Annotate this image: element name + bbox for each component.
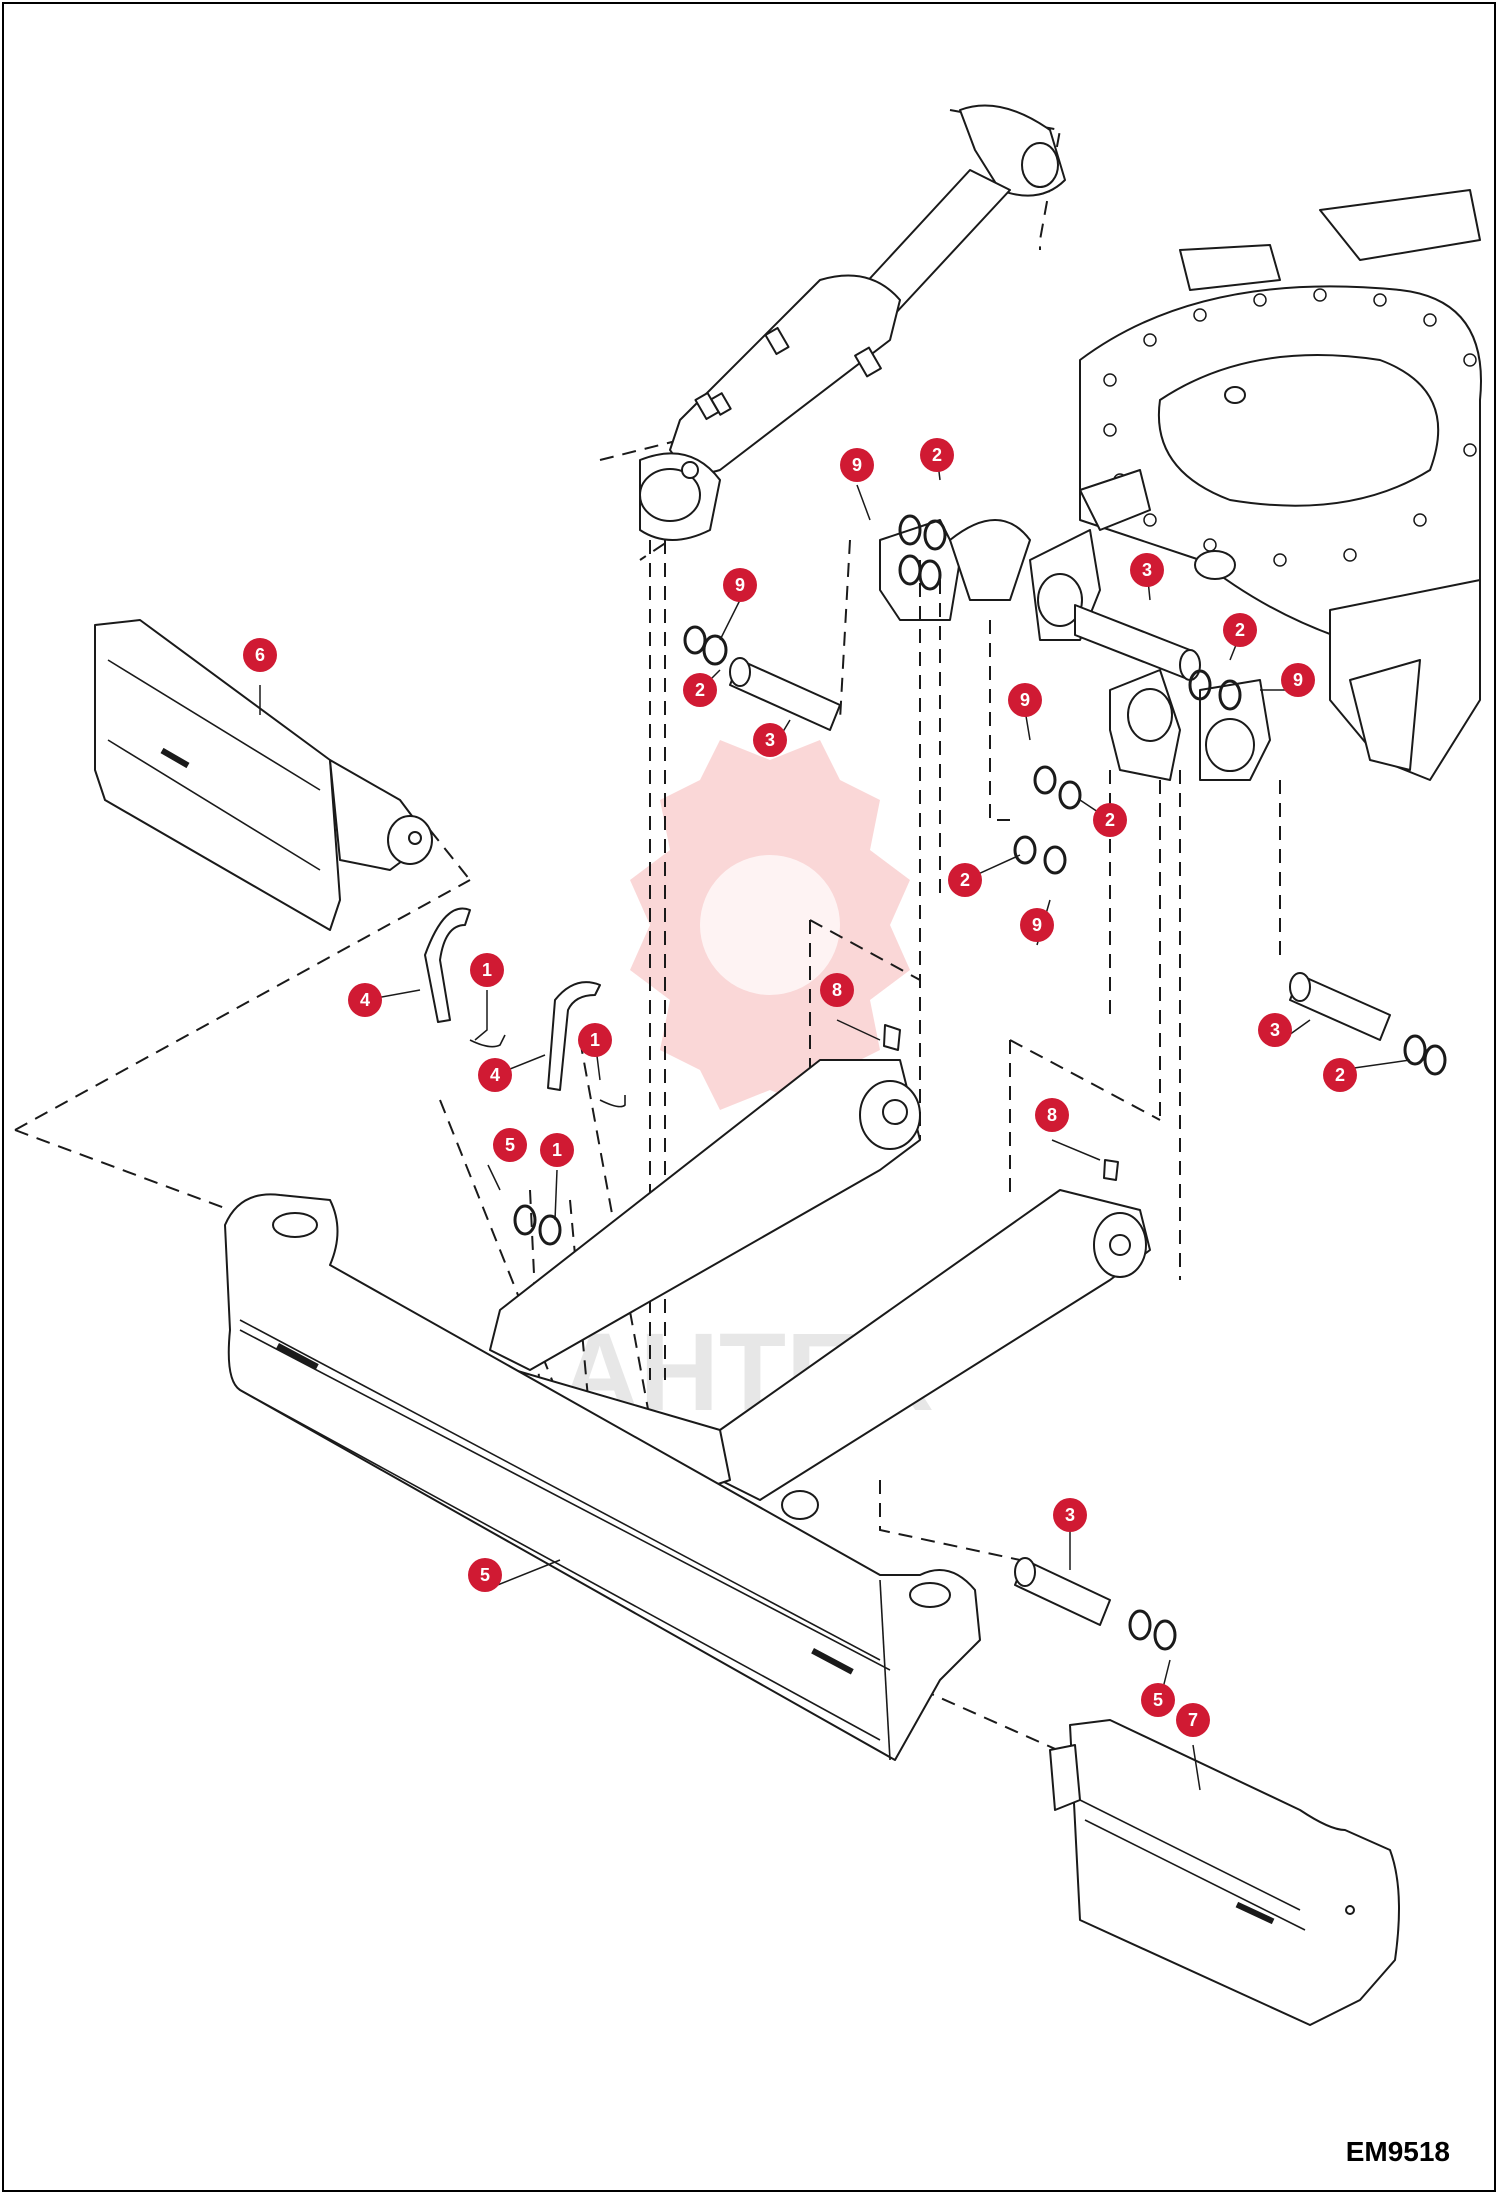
callout-2: 2 <box>1223 613 1257 647</box>
callout-circle <box>920 438 954 472</box>
callout-circle <box>478 1058 512 1092</box>
callout-3: 3 <box>1130 553 1164 587</box>
blade-cylinder <box>599 104 1066 561</box>
callout-number: 6 <box>255 645 265 665</box>
callout-1: 1 <box>540 1133 574 1167</box>
callout-number: 9 <box>1020 690 1030 710</box>
callout-9: 9 <box>1020 908 1054 942</box>
callout-number: 4 <box>360 990 370 1010</box>
callout-9: 9 <box>1281 663 1315 697</box>
callout-circle <box>1130 553 1164 587</box>
callout-number: 3 <box>1142 560 1152 580</box>
callout-circle <box>753 723 787 757</box>
callout-8: 8 <box>820 973 854 1007</box>
callout-3: 3 <box>1258 1013 1292 1047</box>
callout-badges: 1 1 1 2 2 2 2 2 2 3 3 3 3 4 4 5 5 5 6 7 8 8 9 9 9 9 9 <box>243 438 1357 1737</box>
callout-circle <box>948 863 982 897</box>
callout-number: 2 <box>932 445 942 465</box>
callout-circle <box>468 1558 502 1592</box>
callout-circle <box>470 953 504 987</box>
callout-number: 2 <box>1235 620 1245 640</box>
callout-circle <box>578 1023 612 1057</box>
callout-number: 3 <box>1270 1020 1280 1040</box>
callout-2: 2 <box>1323 1058 1357 1092</box>
callout-number: 2 <box>1335 1065 1345 1085</box>
callout-2: 2 <box>948 863 982 897</box>
callout-5: 5 <box>493 1128 527 1162</box>
pivot-pins <box>729 657 1391 1626</box>
callout-number: 9 <box>852 455 862 475</box>
callout-9: 9 <box>723 568 757 602</box>
callout-4: 4 <box>478 1058 512 1092</box>
callout-number: 3 <box>1065 1505 1075 1525</box>
callout-6: 6 <box>243 638 277 672</box>
callout-circle <box>1053 1498 1087 1532</box>
diagram-code: EM9518 <box>1345 2136 1450 2167</box>
undercarriage-frame <box>1079 189 1482 781</box>
callout-number: 5 <box>480 1565 490 1585</box>
callout-number: 2 <box>1105 810 1115 830</box>
callout-number: 5 <box>505 1135 515 1155</box>
callout-circle <box>1258 1013 1292 1047</box>
callout-2: 2 <box>1093 803 1127 837</box>
right-end-bit <box>1049 1719 1400 2026</box>
callout-3: 3 <box>753 723 787 757</box>
callout-circle <box>1035 1098 1069 1132</box>
callout-circle <box>493 1128 527 1162</box>
callout-number: 9 <box>1032 915 1042 935</box>
callout-5: 5 <box>1141 1683 1175 1717</box>
callout-circle <box>820 973 854 1007</box>
callout-number: 8 <box>832 980 842 1000</box>
callout-7: 7 <box>1176 1703 1210 1737</box>
callout-circle <box>1141 1683 1175 1717</box>
callout-number: 1 <box>590 1030 600 1050</box>
dozer-blade <box>224 1193 981 1761</box>
callout-2: 2 <box>683 673 717 707</box>
left-end-bit <box>94 619 433 931</box>
callout-number: 2 <box>695 680 705 700</box>
callout-circle <box>243 638 277 672</box>
callout-number: 3 <box>765 730 775 750</box>
callout-circle <box>1008 683 1042 717</box>
callout-number: 1 <box>482 960 492 980</box>
callout-9: 9 <box>840 448 874 482</box>
callout-number: 9 <box>1293 670 1303 690</box>
callout-circle <box>683 673 717 707</box>
callout-8: 8 <box>1035 1098 1069 1132</box>
callout-circle <box>1176 1703 1210 1737</box>
lock-pins <box>424 907 626 1108</box>
callout-circle <box>348 983 382 1017</box>
callout-5: 5 <box>468 1558 502 1592</box>
callout-circle <box>840 448 874 482</box>
callout-circle <box>1223 613 1257 647</box>
callout-number: 2 <box>960 870 970 890</box>
callout-circle <box>1323 1058 1357 1092</box>
callout-number: 9 <box>735 575 745 595</box>
callout-circle <box>1281 663 1315 697</box>
callout-circle <box>1093 803 1127 837</box>
callout-number: 1 <box>552 1140 562 1160</box>
circlips-washers <box>513 514 1447 1651</box>
callout-circle <box>723 568 757 602</box>
callout-4: 4 <box>348 983 382 1017</box>
callout-1: 1 <box>470 953 504 987</box>
callout-number: 7 <box>1188 1710 1198 1730</box>
callout-9: 9 <box>1008 683 1042 717</box>
callout-number: 5 <box>1153 1690 1163 1710</box>
callout-number: 4 <box>490 1065 500 1085</box>
callout-1: 1 <box>578 1023 612 1057</box>
callout-circle <box>540 1133 574 1167</box>
callout-3: 3 <box>1053 1498 1087 1532</box>
frame-pivot-brackets <box>879 469 1271 781</box>
callout-2: 2 <box>920 438 954 472</box>
callout-circle <box>1020 908 1054 942</box>
callout-number: 8 <box>1047 1105 1057 1125</box>
